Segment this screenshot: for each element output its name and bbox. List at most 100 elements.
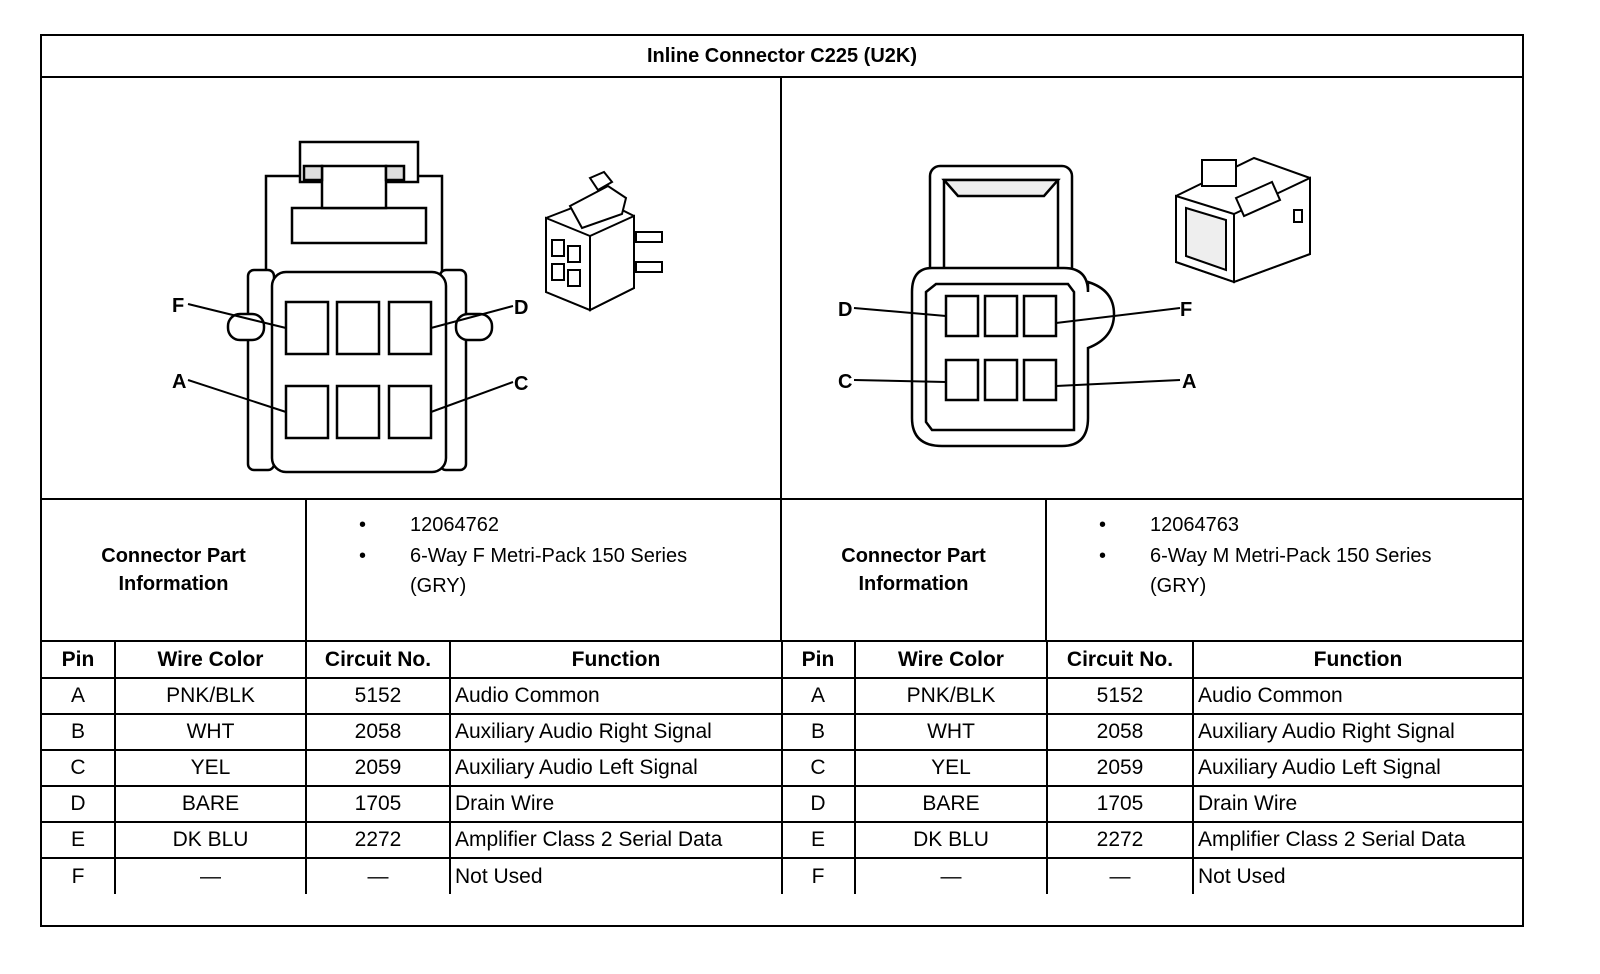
right-part-info: Connector Part Information 12064763 6-Wa… [782,500,1522,642]
wire-color-cell: WHT [854,713,1048,751]
table-row: F——Not Used [782,857,1522,894]
function-cell: Amplifier Class 2 Serial Data [1192,821,1522,859]
pin-cell: E [42,821,116,859]
wire-color-cell: PNK/BLK [114,677,307,715]
column-header: Pin [42,642,116,679]
part-info-label: Connector Part Information [42,500,307,640]
pin-cell: D [782,785,856,823]
wire-color-cell: DK BLU [114,821,307,859]
column-header: Circuit No. [1046,642,1194,679]
column-header: Function [449,642,783,679]
callout-line-f [187,303,287,329]
circuit-cell: 1705 [305,785,451,823]
callout-label: F [172,295,184,317]
part-number: 12064762 [307,510,777,541]
circuit-cell: 2058 [1046,713,1194,751]
connector-sheet: Inline Connector C225 (U2K) [40,34,1524,927]
table-row: F——Not Used [42,857,783,894]
table-header-row: Pin Wire Color Circuit No. Function [782,642,1522,679]
function-cell: Auxiliary Audio Right Signal [449,713,783,751]
circuit-cell: 2272 [1046,821,1194,859]
column-header: Function [1192,642,1522,679]
circuit-cell: 1705 [1046,785,1194,823]
function-cell: Not Used [449,857,783,894]
column-header: Circuit No. [305,642,451,679]
part-number: 12064763 [1047,510,1517,541]
function-cell: Drain Wire [449,785,783,823]
part-info-label: Connector Part Information [782,500,1047,640]
left-part-info: Connector Part Information 12064762 6-Wa… [42,500,782,642]
circuit-cell: 5152 [305,677,451,715]
wire-color-cell: BARE [854,785,1048,823]
callout-line-a [1055,379,1181,387]
column-header: Pin [782,642,856,679]
male-connector-drawing: D F C A [838,156,1311,448]
wire-color-cell: BARE [114,785,307,823]
callout-label: C [514,373,528,395]
callout-label: A [1182,371,1196,393]
column-header: Wire Color [854,642,1048,679]
circuit-cell: 2059 [305,749,451,787]
function-cell: Audio Common [1192,677,1522,715]
wire-color-cell: DK BLU [854,821,1048,859]
part-description: 6-Way F Metri-Pack 150 Series(GRY) [307,541,777,601]
column-header: Wire Color [114,642,307,679]
female-connector-iso-icon [545,170,663,312]
callout-line-d [853,307,947,317]
function-cell: Not Used [1192,857,1522,894]
circuit-cell: 2058 [305,713,451,751]
wire-color-cell: YEL [854,749,1048,787]
function-cell: Drain Wire [1192,785,1522,823]
callout-label: A [172,371,186,393]
male-connector-iso-icon [1175,156,1311,284]
pin-cell: D [42,785,116,823]
callout-line-a [187,379,287,413]
wire-color-cell: — [114,857,307,894]
function-cell: Auxiliary Audio Right Signal [1192,713,1522,751]
pin-cell: E [782,821,856,859]
pin-cell: B [782,713,856,751]
circuit-cell: — [305,857,451,894]
callout-label: F [1180,299,1192,321]
callout-label: D [514,297,528,319]
part-info-list: 12064763 6-Way M Metri-Pack 150 Series(G… [1047,510,1517,601]
function-cell: Auxiliary Audio Left Signal [1192,749,1522,787]
pin-cell: A [42,677,116,715]
female-connector-diagram: F D A C [42,78,782,500]
callout-line-c [853,379,947,383]
function-cell: Amplifier Class 2 Serial Data [449,821,783,859]
circuit-cell: 2059 [1046,749,1194,787]
wire-color-cell: PNK/BLK [854,677,1048,715]
table-header-row: Pin Wire Color Circuit No. Function [42,642,783,679]
pin-cell: A [782,677,856,715]
function-cell: Audio Common [449,677,783,715]
callout-line-d [430,305,514,329]
male-connector-diagram: D F C A [782,78,1522,500]
pin-cell: F [782,857,856,894]
callout-line-f [1055,307,1181,324]
pin-cell: C [42,749,116,787]
callout-line-c [430,381,514,413]
pin-cell: C [782,749,856,787]
circuit-cell: 2272 [305,821,451,859]
pin-cell: F [42,857,116,894]
page-title: Inline Connector C225 (U2K) [42,36,1522,78]
function-cell: Auxiliary Audio Left Signal [449,749,783,787]
part-description: 6-Way M Metri-Pack 150 Series(GRY) [1047,541,1517,601]
wire-color-cell: YEL [114,749,307,787]
wire-color-cell: WHT [114,713,307,751]
female-connector-drawing: F D A C [172,140,663,474]
callout-label: C [838,371,852,393]
